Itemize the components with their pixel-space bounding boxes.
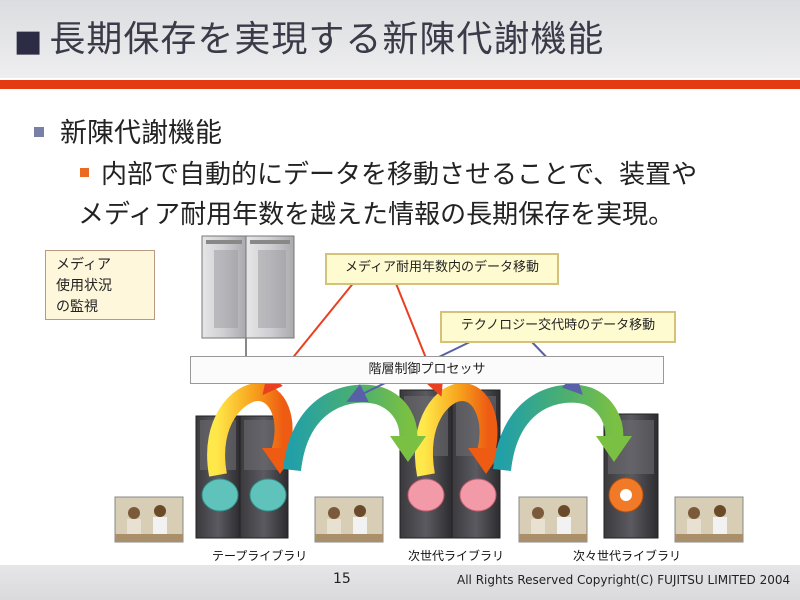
generation-migration-arrow-2: [493, 384, 632, 472]
monitor-line-1: メディア: [56, 257, 112, 273]
intra-library-arrow-2: [415, 382, 504, 477]
generation-migration-arrow-1: [283, 384, 426, 472]
copyright-text: All Rights Reserved Copyright(C) FUJITSU…: [457, 573, 791, 587]
hierarchy-control-processor: 階層制御プロセッサ: [190, 356, 664, 384]
caption-next-gen-library: 次世代ライブラリ: [408, 549, 505, 563]
operators-photo-2: [314, 496, 384, 543]
bullet-level2-line1: 内部で自動的にデータを移動させることで、装置や: [101, 160, 698, 190]
sub-bullet-square-icon: [80, 168, 89, 177]
bullet-level1-text: 新陳代謝機能: [60, 118, 222, 149]
bullet-level2-line2: メディア耐用年数を越えた情報の長期保存を実現。: [78, 200, 675, 230]
operators-photo-3: [518, 496, 588, 543]
tape-media-1: [201, 478, 239, 512]
media-move-label: メディア耐用年数内のデータ移動: [325, 253, 559, 285]
operators-photo-1: [114, 496, 184, 543]
next-next-gen-media: [608, 477, 644, 513]
page-number: 15: [333, 571, 351, 587]
caption-next-next-gen-library: 次々世代ライブラリ: [573, 549, 682, 563]
server-cabinet: [201, 235, 295, 339]
caption-tape-library: テープライブラリ: [212, 549, 308, 563]
title-bar: [0, 0, 800, 78]
title-square-icon: ■: [14, 24, 44, 59]
operators-photo-4: [674, 496, 744, 543]
bullet-level2: 内部で自動的にデータを移動させることで、装置やメディア耐用年数を越えた情報の長期…: [78, 155, 800, 235]
next-gen-media-1: [407, 478, 445, 512]
media-monitor-callout: メディア 使用状況 の監視: [45, 250, 155, 320]
footer-bar: [0, 565, 800, 600]
bullet-square-icon: [34, 126, 44, 137]
slide-title-text: 長期保存を実現する新陳代謝機能: [49, 19, 605, 60]
tape-media-2: [249, 478, 287, 512]
next-gen-media-2: [459, 478, 497, 512]
bullet-level1: 新陳代謝機能: [34, 111, 222, 150]
monitor-line-3: の監視: [56, 299, 98, 315]
slide-title: ■長期保存を実現する新陳代謝機能: [14, 10, 604, 62]
monitor-line-2: 使用状況: [56, 278, 112, 294]
title-rule: [0, 80, 800, 89]
tech-move-label: テクノロジー交代時のデータ移動: [440, 311, 676, 343]
